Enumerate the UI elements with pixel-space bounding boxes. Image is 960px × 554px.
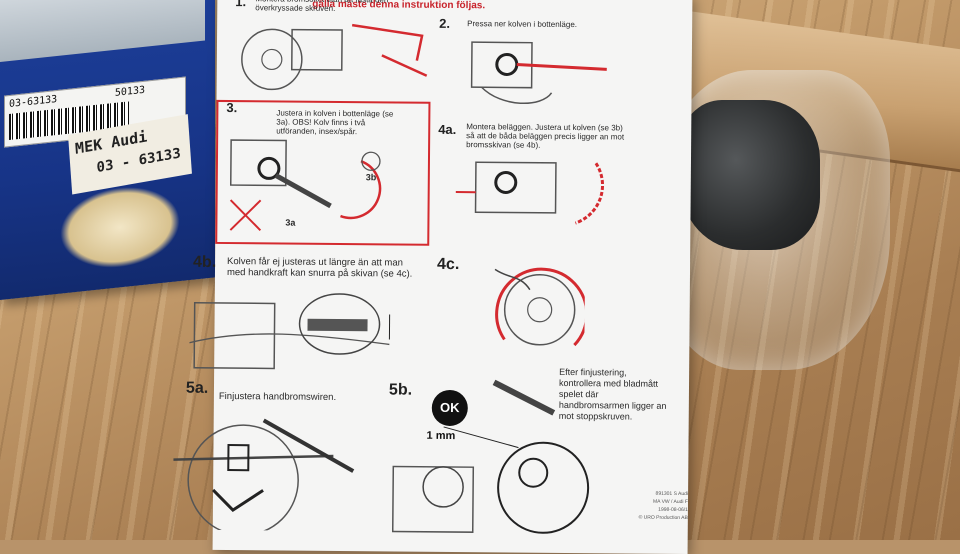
step-3-number: 3. [226, 100, 237, 115]
step-1-text: Montera bromsoket utan att fästa den öve… [255, 0, 395, 13]
sheet-footer: 891301 S Audi MA VW / Audi F 1998-08-06/… [618, 489, 688, 522]
step-5a-text: Finjustera handbromswiren. [219, 392, 379, 402]
step-4a-text: Montera beläggen. Justera ut kolven (se … [466, 122, 626, 150]
box-part-number: 03-63133 [9, 94, 57, 110]
instruction-sheet: gälla måste denna instruktion följas. 1.… [213, 0, 693, 554]
step-4a-illustration [455, 152, 626, 238]
step-2-illustration [461, 32, 612, 113]
step-5a-number: 5a. [186, 380, 208, 398]
step-3b-label: 3b [366, 173, 377, 182]
step-4b-illustration [189, 288, 420, 380]
step-1-number: 1. [235, 0, 246, 9]
step-4c-illustration [484, 254, 585, 355]
step-3a-label: 3a [285, 219, 295, 228]
step-4a-number: 4a. [438, 122, 456, 137]
box-top-flap [0, 0, 205, 62]
box-code: 50133 [115, 85, 145, 99]
step-1-illustration [232, 14, 433, 96]
step-5b-illustration [383, 371, 624, 538]
step-4b-number: 4b. [193, 254, 216, 272]
step-4c-number: 4c. [437, 256, 459, 274]
step-2-text: Pressa ner kolven i bottenläge. [467, 19, 617, 29]
step-5a-illustration [173, 410, 374, 532]
footer-line-4: © URO Production AB [618, 513, 688, 522]
step-3-illustration [220, 130, 421, 237]
box-caliper-print [60, 181, 180, 274]
step-4b-text: Kolven får ej justeras ut längre än att … [227, 256, 422, 280]
parts-box: 03-63133 50133 MEK Audi 03 - 63133 [0, 0, 215, 300]
brake-caliper [680, 100, 820, 250]
step-2-number: 2. [439, 16, 450, 31]
